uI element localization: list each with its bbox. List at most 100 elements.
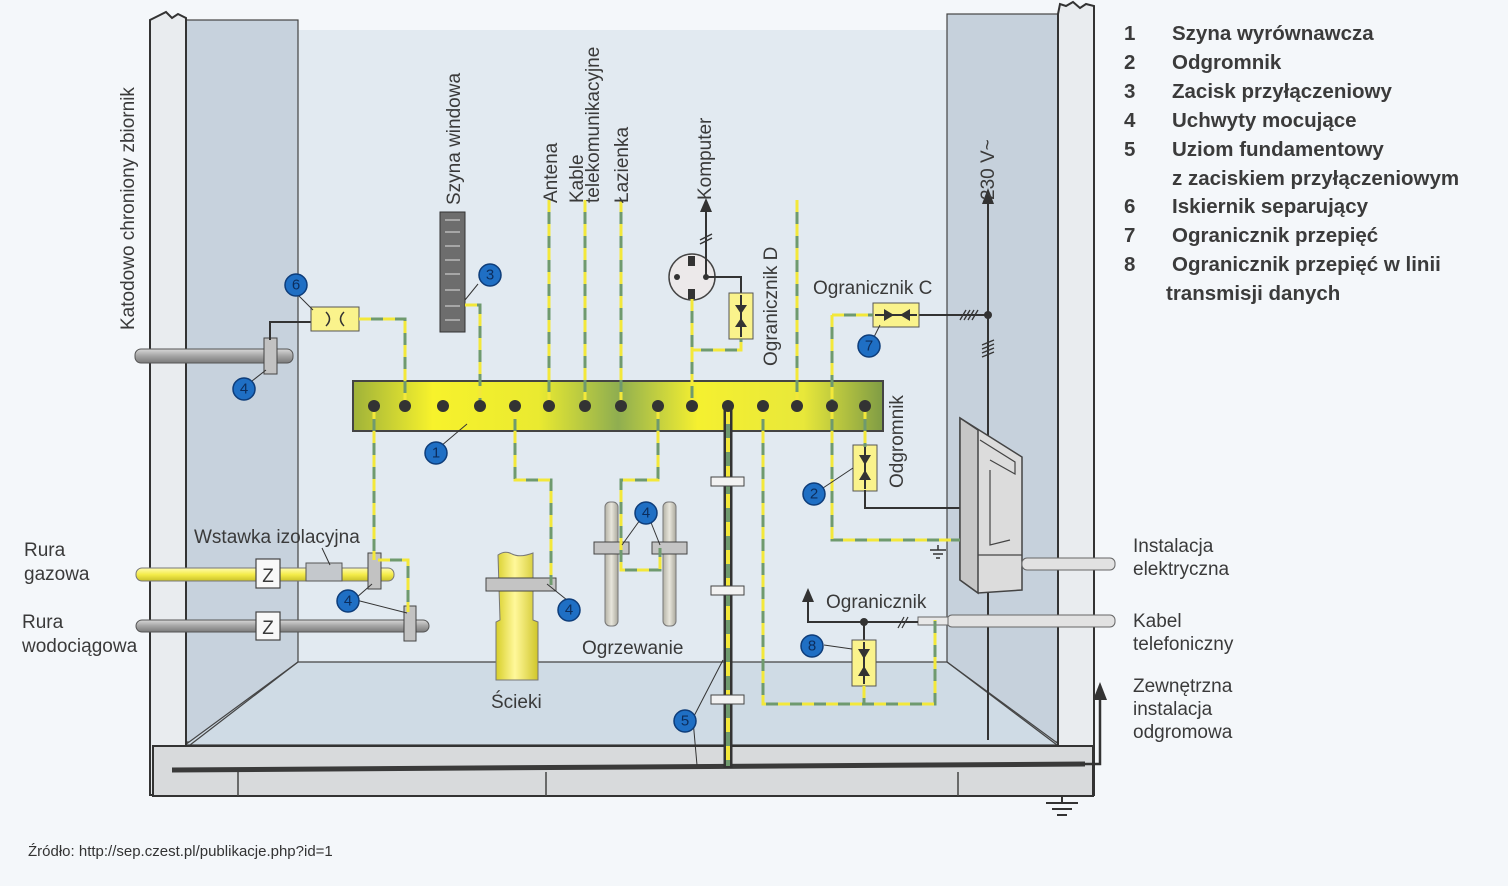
external-lightning-conductor bbox=[1080, 695, 1102, 766]
busbar-terminal bbox=[368, 400, 380, 412]
svg-text:7: 7 bbox=[865, 338, 873, 355]
busbar-terminal bbox=[579, 400, 591, 412]
label-bathroom: Łazienka bbox=[612, 127, 633, 203]
lightning-arrester bbox=[852, 444, 878, 492]
label-lightning-line2: instalacja bbox=[1133, 699, 1213, 720]
label-limiter-d: Ogranicznik D bbox=[761, 247, 782, 366]
label-water-pipe-line2: wodociągowa bbox=[21, 636, 138, 657]
isolating-spark-gap bbox=[310, 306, 360, 332]
bonding-wire-stripe bbox=[359, 317, 407, 407]
badge-8: 8 bbox=[800, 634, 824, 658]
svg-text:4: 4 bbox=[642, 505, 650, 522]
bonding-wire bbox=[513, 407, 553, 585]
label-lightning-line1: Zewnętrzna bbox=[1133, 676, 1233, 697]
label-lightning-line3: odgromowa bbox=[1133, 722, 1233, 743]
label-insulating-insert: Wstawka izolacyjna bbox=[194, 527, 360, 548]
foundation-earth-electrode bbox=[171, 761, 1086, 773]
label-heating: Ogrzewanie bbox=[582, 638, 683, 659]
bonding-wire-stripe bbox=[619, 407, 662, 572]
foundation-slab bbox=[152, 745, 1094, 797]
badge-4-sewage: 4 bbox=[557, 598, 581, 622]
electrical-cable bbox=[1021, 557, 1116, 571]
badge-2: 2 bbox=[802, 482, 826, 506]
label-voltage: 230 V~ bbox=[978, 139, 999, 200]
arrow-up-icon bbox=[802, 588, 814, 602]
badge-7: 7 bbox=[857, 334, 881, 358]
mounting-bracket bbox=[263, 337, 278, 375]
right-outer-wall bbox=[1057, 0, 1095, 796]
bonding-wire-stripe bbox=[465, 303, 482, 407]
busbar-terminal bbox=[757, 400, 769, 412]
busbar-terminal bbox=[826, 400, 838, 412]
left-outer-wall bbox=[149, 10, 187, 796]
badge-6: 6 bbox=[284, 273, 308, 297]
gas-meter bbox=[255, 558, 281, 589]
bonding-wire-stripe bbox=[830, 407, 960, 542]
badge-4-pipes: 4 bbox=[336, 589, 360, 613]
label-phone-line2: telefoniczny bbox=[1133, 634, 1234, 655]
label-telecom-line2: telekomunikacyjne bbox=[583, 47, 604, 203]
ground-icon bbox=[1046, 796, 1078, 816]
conductor-clamp bbox=[710, 476, 745, 487]
label-limiter-c: Ogranicznik C bbox=[813, 278, 932, 299]
surge-limiter-c bbox=[872, 302, 920, 328]
heating-pipes bbox=[593, 501, 688, 627]
ground-icon bbox=[930, 545, 946, 559]
busbar-terminals bbox=[368, 400, 871, 412]
svg-text:4: 4 bbox=[565, 602, 573, 619]
busbar-terminal bbox=[474, 400, 486, 412]
svg-text:4: 4 bbox=[240, 381, 248, 398]
svg-text:6: 6 bbox=[292, 277, 300, 294]
data-line-surge-limiter bbox=[851, 639, 877, 687]
water-meter bbox=[255, 611, 281, 641]
sewage-pipe bbox=[485, 551, 557, 681]
busbar-terminal bbox=[652, 400, 664, 412]
right-wall-shade bbox=[946, 13, 1061, 743]
svg-text:5: 5 bbox=[681, 713, 689, 730]
svg-text:2: 2 bbox=[810, 486, 818, 503]
label-gas-pipe-line2: gazowa bbox=[24, 564, 90, 585]
busbar-terminal bbox=[615, 400, 627, 412]
badge-5: 5 bbox=[673, 709, 697, 733]
surge-limiter-d bbox=[728, 292, 754, 340]
legend-item-5-continuation: z zaciskiem przyłączeniowym bbox=[1172, 166, 1460, 190]
source-caption: Źródło: http://sep.czest.pl/publikacje.p… bbox=[28, 843, 333, 860]
badge-4-heating: 4 bbox=[634, 501, 658, 525]
water-meter-label: Z bbox=[262, 618, 274, 639]
mounting-bracket bbox=[403, 605, 417, 642]
label-computer: Komputer bbox=[695, 117, 716, 200]
label-antenna: Antena bbox=[541, 142, 562, 203]
svg-text:3: 3 bbox=[486, 267, 494, 284]
telephone-cable bbox=[946, 614, 1116, 628]
tank-pipe bbox=[134, 348, 294, 364]
label-tank: Katodowo chroniony zbiornik bbox=[118, 87, 139, 330]
busbar-terminal bbox=[399, 400, 411, 412]
svg-text:8: 8 bbox=[808, 638, 816, 655]
label-electrical-line2: elektryczna bbox=[1133, 559, 1230, 580]
distribution-board bbox=[959, 416, 1023, 595]
busbar-terminal bbox=[686, 400, 698, 412]
busbar-terminal bbox=[509, 400, 521, 412]
badge-4-tank: 4 bbox=[232, 377, 256, 401]
svg-text:4: 4 bbox=[344, 593, 352, 610]
svg-text:1: 1 bbox=[432, 445, 440, 462]
insulating-insert bbox=[305, 562, 343, 582]
label-water-pipe-line1: Rura bbox=[22, 612, 64, 633]
busbar-terminal bbox=[859, 400, 871, 412]
label-elevator-rail: Szyna windowa bbox=[444, 73, 465, 205]
badge-3: 3 bbox=[478, 263, 502, 287]
busbar-terminal bbox=[437, 400, 449, 412]
bonding-wire-stripe bbox=[761, 407, 937, 706]
arrow-up-icon bbox=[1093, 682, 1107, 700]
conductor-clamp bbox=[710, 694, 745, 705]
busbar-terminal bbox=[543, 400, 555, 412]
arrow-up-icon bbox=[700, 198, 712, 212]
